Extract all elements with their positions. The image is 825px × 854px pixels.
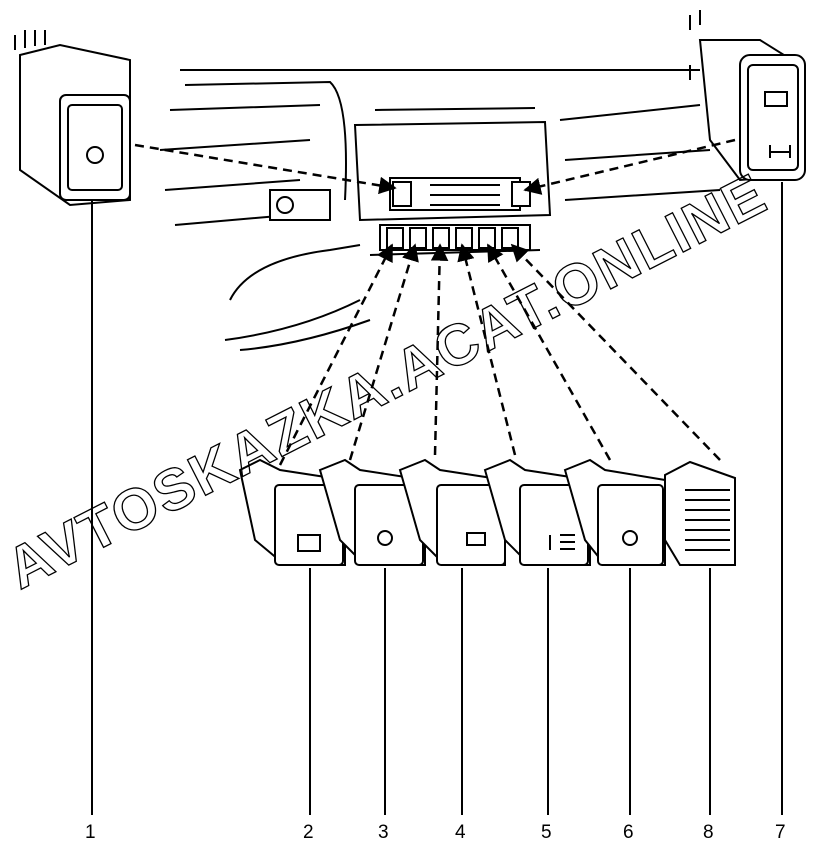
- callout-2: 2: [303, 822, 314, 843]
- rear-defog-icon: [466, 532, 486, 546]
- switch-6: [563, 458, 666, 566]
- switch-1-light: [14, 30, 131, 207]
- hazard-light-icon: [622, 530, 638, 546]
- dash-slot-7: [511, 181, 531, 207]
- callout-7: 7: [775, 822, 786, 843]
- light-icon: [86, 146, 104, 164]
- switch-row: [238, 458, 736, 566]
- switch-2: [238, 458, 346, 566]
- callout-1: 1: [85, 822, 96, 843]
- switch-3: [318, 458, 426, 566]
- callout-8: 8: [703, 822, 714, 843]
- dashboard-gauge: [269, 189, 331, 221]
- callout-6: 6: [623, 822, 634, 843]
- dashed-arrows: [134, 138, 736, 466]
- switch-8-blank: [664, 460, 736, 566]
- switch-7-rear-defog: [689, 10, 806, 182]
- callout-4: 4: [455, 822, 466, 843]
- fog-light-icon: [549, 534, 575, 550]
- wiper-icon: [297, 534, 321, 552]
- callout-3: 3: [378, 822, 389, 843]
- callout-5: 5: [541, 822, 552, 843]
- dashboard-drawing: [159, 69, 721, 351]
- leader-lines: [91, 182, 783, 815]
- dash-slot-1: [392, 181, 412, 207]
- dash-switch-row: [379, 224, 531, 251]
- fan-icon: [377, 530, 393, 546]
- rear-defog-icon: [764, 91, 788, 107]
